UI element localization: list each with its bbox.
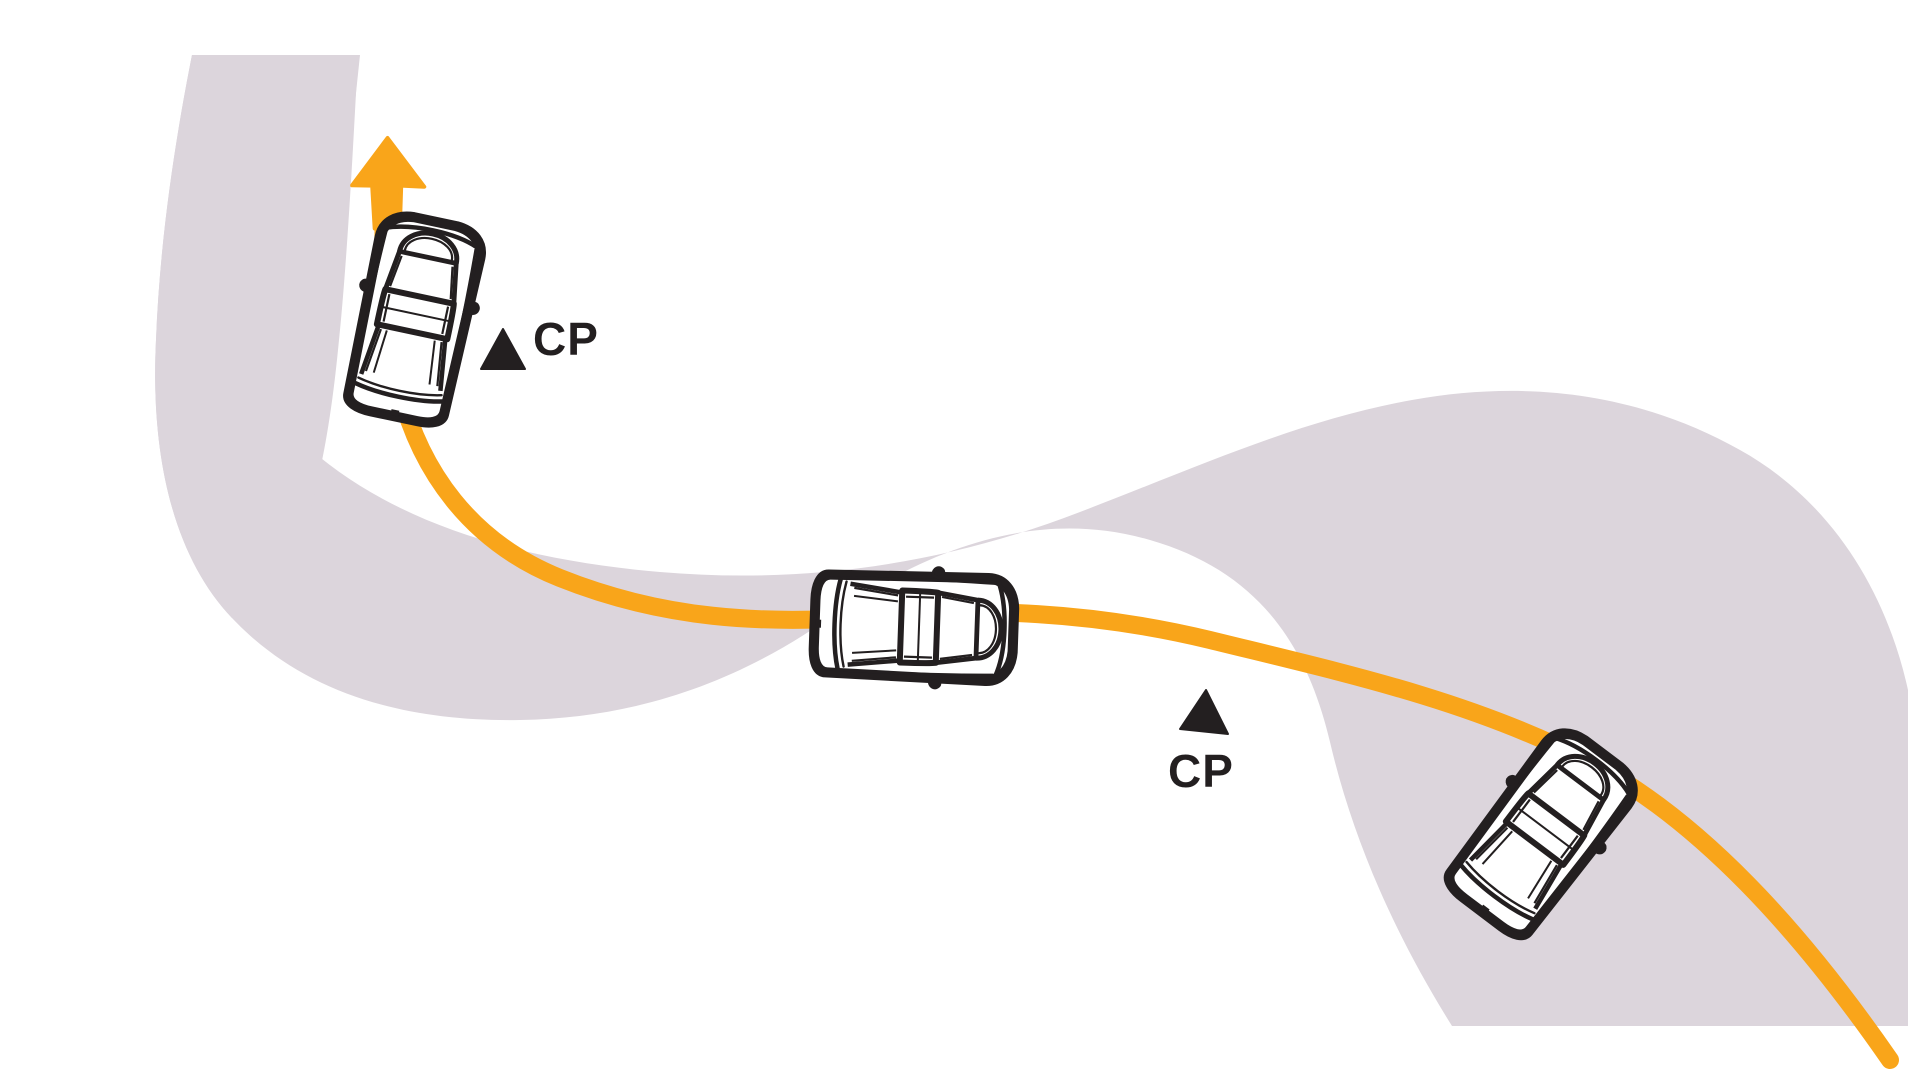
- car-middle: [812, 564, 1016, 691]
- cp-marker-2: [1179, 689, 1229, 735]
- cp-marker-1: [480, 328, 526, 370]
- car-top: [335, 209, 494, 430]
- cp-label-first-corner: CP: [533, 313, 599, 365]
- road-surface: [155, 55, 1909, 1026]
- cp-label-second-corner: CP: [1168, 745, 1234, 797]
